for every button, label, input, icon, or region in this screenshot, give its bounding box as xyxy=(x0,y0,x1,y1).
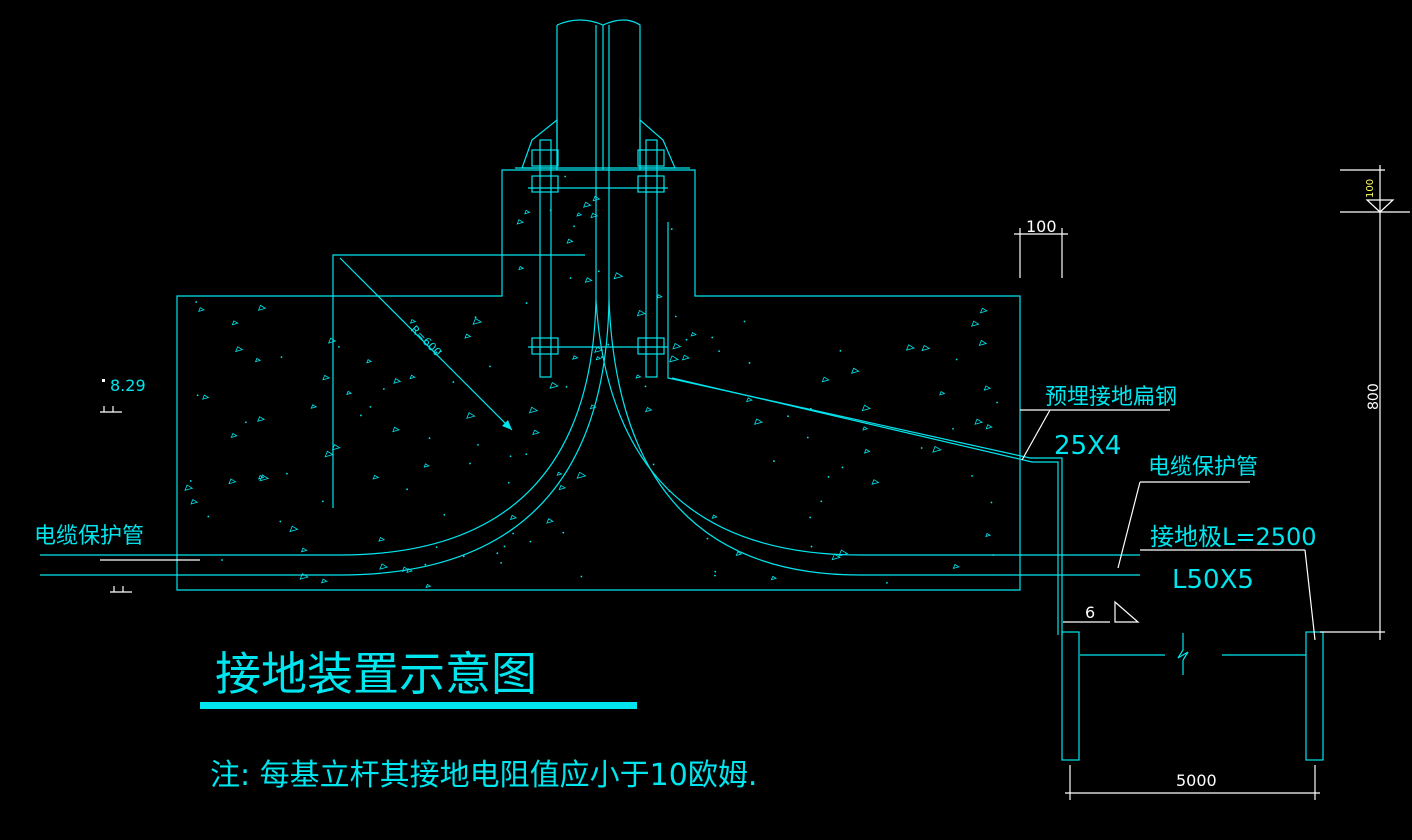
dim-bottom-5000-text: 5000 xyxy=(1176,771,1217,790)
electrode-label: 接地极L=2500 xyxy=(1150,523,1317,551)
cable-conduit-label-right: 电缆保护管 xyxy=(1148,455,1258,480)
anchor-bolt-left xyxy=(531,139,559,378)
drawing-note: 注: 每基立杆其接地电阻值应小于10欧姆. xyxy=(210,758,757,793)
dim-right-100-text: 100 xyxy=(1365,179,1376,198)
foundation-outline xyxy=(176,169,1021,591)
concrete-hatch xyxy=(184,175,998,589)
radius-label: R=600 xyxy=(408,323,444,359)
ground-electrodes xyxy=(1061,631,1324,761)
cable-conduit-curves xyxy=(40,299,1140,576)
flat-steel-spec: 25X4 xyxy=(1054,431,1121,461)
level-value: 8.29 xyxy=(110,376,146,395)
dim-right-vertical xyxy=(1320,165,1410,640)
grounding-flat-steel xyxy=(667,222,1063,635)
title-underline xyxy=(200,702,637,709)
cable-conduit-label-left: 电缆保护管 xyxy=(34,524,144,549)
dim-bottom-5000 xyxy=(1065,765,1320,800)
pole xyxy=(515,19,690,300)
level-marks xyxy=(100,379,132,593)
drawing-title: 接地装置示意图 xyxy=(215,647,537,701)
weld-size: 6 xyxy=(1085,603,1095,622)
electrode-spec: L50X5 xyxy=(1172,565,1254,595)
dim-right-800-text: 800 xyxy=(1366,383,1382,410)
flat-steel-label: 预埋接地扁钢 xyxy=(1045,385,1177,410)
dim-top-100-text: 100 xyxy=(1026,217,1057,236)
anchor-bolt-right xyxy=(637,139,665,378)
leaders xyxy=(100,409,1316,641)
dim-top-100 xyxy=(1014,228,1068,278)
